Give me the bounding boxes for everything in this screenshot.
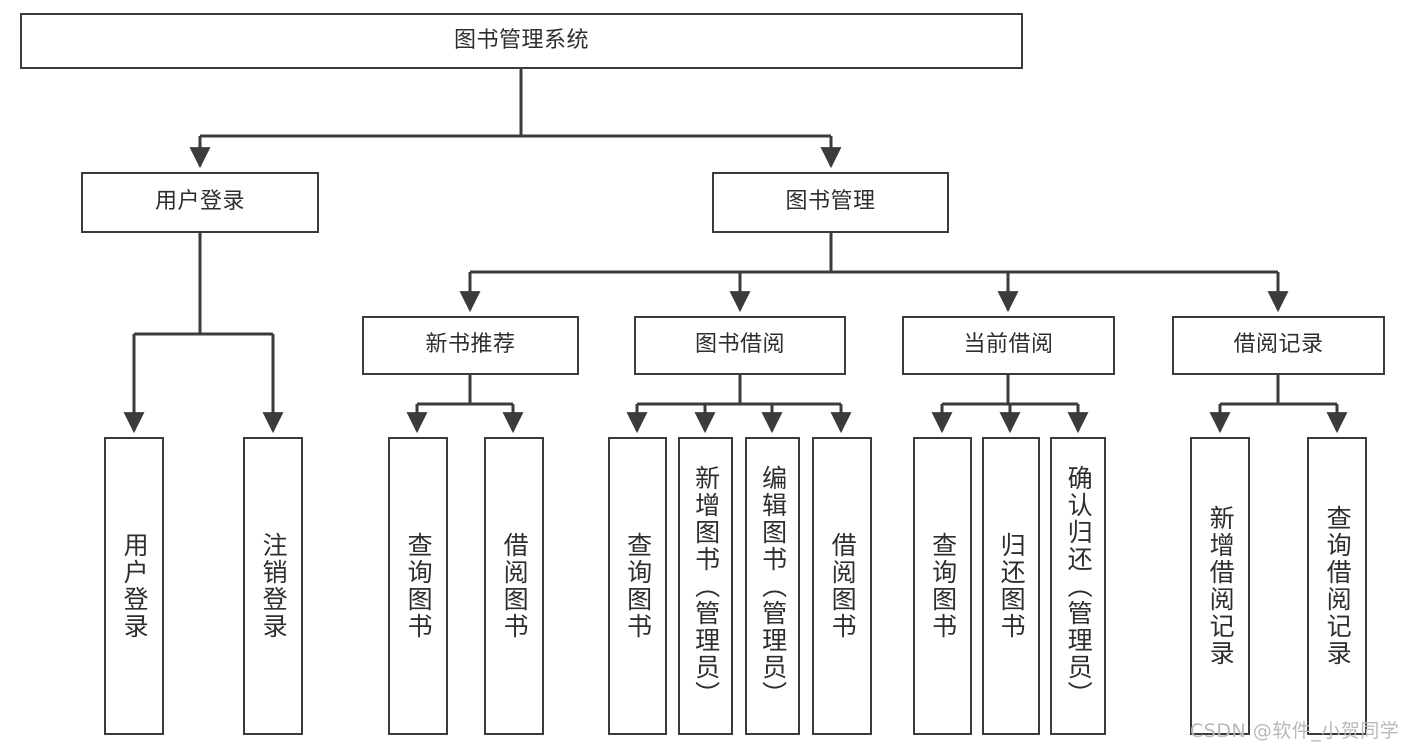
node-leaf-borrow-book-1-label: 借阅图书 [500,532,530,640]
node-leaf-borrow-book-2[interactable]: 借阅图书 [812,437,872,735]
node-leaf-query-record-label: 查询借阅记录 [1323,505,1353,667]
node-leaf-logout-label: 注销登录 [259,532,289,640]
node-leaf-add-record[interactable]: 新增借阅记录 [1190,437,1250,735]
node-leaf-add-book-label: 新增图书（管理员） [691,464,721,708]
node-leaf-query-book-2[interactable]: 查询图书 [608,437,667,735]
node-leaf-query-book-1[interactable]: 查询图书 [388,437,448,735]
node-leaf-query-record[interactable]: 查询借阅记录 [1307,437,1367,735]
node-leaf-confirm-return-label: 确认归还（管理员） [1064,464,1094,708]
node-leaf-query-book-2-label: 查询图书 [623,532,653,640]
node-new-book-recommend-label: 新书推荐 [425,332,516,358]
node-leaf-user-login[interactable]: 用户登录 [104,437,164,735]
node-leaf-user-login-label: 用户登录 [120,532,150,640]
node-book-manage[interactable]: 图书管理 [712,172,949,233]
node-leaf-return-book[interactable]: 归还图书 [982,437,1040,735]
node-book-borrow[interactable]: 图书借阅 [634,316,846,375]
node-user-login[interactable]: 用户登录 [81,172,319,233]
node-leaf-return-book-label: 归还图书 [997,532,1027,640]
node-leaf-confirm-return[interactable]: 确认归还（管理员） [1050,437,1106,735]
node-current-borrow[interactable]: 当前借阅 [902,316,1115,375]
node-leaf-query-book-3[interactable]: 查询图书 [913,437,972,735]
node-leaf-add-record-label: 新增借阅记录 [1206,505,1236,667]
node-borrow-record[interactable]: 借阅记录 [1172,316,1385,375]
csdn-watermark: CSDN @软件_小贺同学 [1190,720,1400,742]
node-leaf-query-book-1-label: 查询图书 [404,532,434,640]
node-current-borrow-label: 当前借阅 [963,332,1054,358]
node-root-label: 图书管理系统 [453,27,589,53]
node-borrow-record-label: 借阅记录 [1233,332,1324,358]
node-book-borrow-label: 图书借阅 [694,332,785,358]
node-book-manage-label: 图书管理 [785,189,876,215]
node-user-login-label: 用户登录 [154,189,245,215]
node-new-book-recommend[interactable]: 新书推荐 [362,316,579,375]
node-leaf-logout[interactable]: 注销登录 [243,437,303,735]
node-leaf-edit-book-label: 编辑图书（管理员） [758,464,788,708]
node-leaf-edit-book[interactable]: 编辑图书（管理员） [745,437,800,735]
node-leaf-borrow-book-2-label: 借阅图书 [828,532,858,640]
node-root[interactable]: 图书管理系统 [20,13,1023,69]
node-leaf-add-book[interactable]: 新增图书（管理员） [678,437,733,735]
node-leaf-borrow-book-1[interactable]: 借阅图书 [484,437,544,735]
node-leaf-query-book-3-label: 查询图书 [928,532,958,640]
